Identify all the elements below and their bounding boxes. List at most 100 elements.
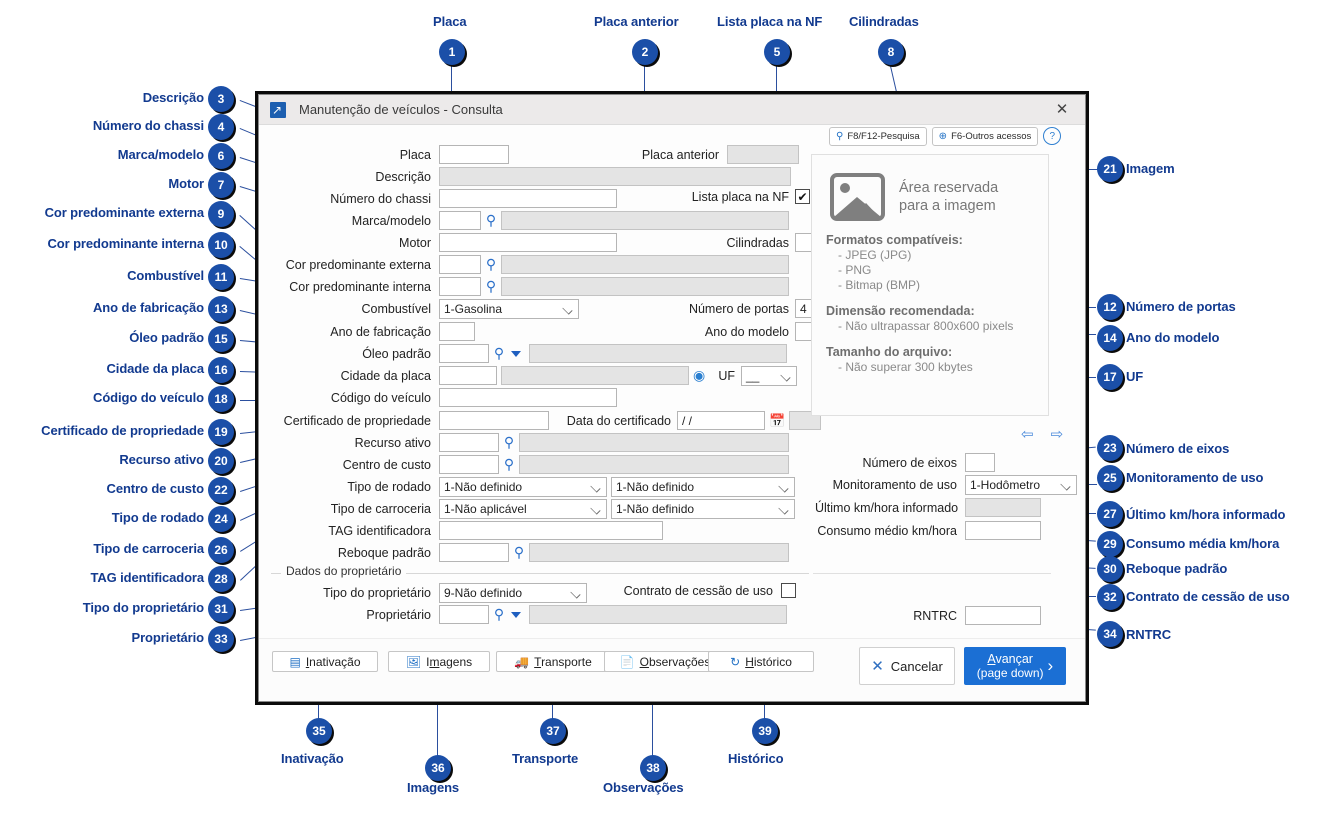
input-centro-custo-code[interactable] <box>439 455 499 474</box>
annotation-badge-31: 31 <box>208 596 234 622</box>
input-reboque-desc[interactable] <box>529 543 789 562</box>
search-icon-proprietario[interactable]: ⚲ <box>493 606 505 622</box>
chevron-down-icon-tipo-carroceria-2 <box>778 504 789 515</box>
select-tipo-rodado[interactable]: 1-Não definido <box>439 477 607 497</box>
input-cor-externa-desc[interactable] <box>501 255 789 274</box>
input-consumo-medio[interactable] <box>965 521 1041 540</box>
label-numero-eixos: Número de eixos <box>862 455 958 470</box>
field-row-placa-anterior: Placa anterior <box>611 145 799 164</box>
select-tipo-rodado-2[interactable]: 1-Não definido <box>611 477 795 497</box>
select-uf[interactable]: __ <box>741 366 797 386</box>
field-row-monitoramento: Monitoramento de uso 1-Hodômetro <box>815 475 1077 495</box>
label-ano-modelo: Ano do modelo <box>704 324 789 339</box>
input-cor-externa-code[interactable] <box>439 255 481 274</box>
search-icon-oleo-padrao[interactable]: ⚲ <box>493 345 505 361</box>
annotation-label-15: Óleo padrão <box>129 330 204 345</box>
search-icon-recurso-ativo[interactable]: ⚲ <box>503 434 515 450</box>
right-divider <box>813 573 1051 574</box>
field-row-ano-modelo: Ano do modelo <box>657 322 833 341</box>
label-rntrc: RNTRC <box>913 608 957 623</box>
other-access-chip-label: F6-Outros acessos <box>951 130 1032 142</box>
select-combustivel[interactable]: 1-Gasolina <box>439 299 579 319</box>
select-monitoramento[interactable]: 1-Hodômetro <box>965 475 1077 495</box>
help-icon[interactable]: ? <box>1043 127 1062 145</box>
annotation-badge-36: 36 <box>425 755 451 781</box>
annotation-badge-15: 15 <box>208 326 234 352</box>
search-icon-centro-custo[interactable]: ⚲ <box>503 456 515 472</box>
input-data-certificado[interactable] <box>677 411 765 430</box>
input-motor[interactable] <box>439 233 617 252</box>
truck-icon: 🚚 <box>514 654 530 669</box>
input-cor-interna-code[interactable] <box>439 277 481 296</box>
label-placa: Placa <box>399 147 431 162</box>
input-descricao[interactable] <box>439 167 791 186</box>
select-tipo-carroceria-2[interactable]: 1-Não definido <box>611 499 795 519</box>
advance-button[interactable]: Avançar (page down) › <box>964 647 1066 685</box>
dropdown-arrow-proprietario[interactable] <box>511 611 521 618</box>
select-tipo-carroceria[interactable]: 1-Não aplicável <box>439 499 607 519</box>
input-numero-chassi[interactable] <box>439 189 617 208</box>
other-access-chip[interactable]: ⊕ F6-Outros acessos <box>931 126 1039 146</box>
input-recurso-ativo-code[interactable] <box>439 433 499 452</box>
input-certificado[interactable] <box>439 411 549 430</box>
input-numero-eixos[interactable] <box>965 453 995 472</box>
input-ultimo-km[interactable] <box>965 498 1041 517</box>
annotation-badge-39: 39 <box>752 718 778 744</box>
input-cidade-placa-desc[interactable] <box>501 366 689 385</box>
checkbox-lista-placa-nf[interactable]: ✔ <box>795 189 810 204</box>
search-icon-reboque[interactable]: ⚲ <box>513 544 525 560</box>
search-icon-marca-modelo[interactable]: ⚲ <box>485 212 497 228</box>
input-cor-interna-desc[interactable] <box>501 277 789 296</box>
search-chip[interactable]: ⚲ F8/F12-Pesquisa <box>829 126 927 146</box>
annotation-label-2: Placa anterior <box>594 14 679 29</box>
input-cidade-placa-code[interactable] <box>439 366 497 385</box>
input-oleo-padrao-desc[interactable] <box>529 344 787 363</box>
inativacao-button[interactable]: ▤ Inativação <box>272 651 378 672</box>
search-icon-cor-interna[interactable]: ⚲ <box>485 278 497 294</box>
arrow-left-icon[interactable]: ⇦ <box>1021 426 1034 443</box>
label-numero-portas: Número de portas <box>688 301 789 316</box>
input-placa[interactable] <box>439 145 509 164</box>
checkbox-contrato-cessao[interactable] <box>781 583 796 598</box>
input-proprietario-desc[interactable] <box>529 605 787 624</box>
leader-25 <box>1075 484 1097 485</box>
dimension-item: - Não ultrapassar 800x600 pixels <box>838 319 1014 333</box>
input-oleo-padrao-code[interactable] <box>439 344 489 363</box>
label-data-certificado: Data do certificado <box>566 413 671 428</box>
select-monitoramento-value: 1-Hodômetro <box>970 478 1041 492</box>
select-tipo-proprietario[interactable]: 9-Não definido <box>439 583 587 603</box>
dropdown-arrow-oleo-padrao[interactable] <box>511 350 521 357</box>
observacoes-button[interactable]: 📄 Observações <box>604 651 726 672</box>
field-row-tipo-proprietario: Tipo do proprietário 9-Não definido <box>271 583 587 603</box>
annotation-badge-12: 12 <box>1097 294 1123 320</box>
calendar-icon[interactable]: 📅 <box>769 412 786 428</box>
map-pin-icon[interactable]: ◉ <box>693 367 706 383</box>
input-rntrc[interactable] <box>965 606 1041 625</box>
imagens-button[interactable]: 🖼 Imagens <box>388 651 490 672</box>
close-icon[interactable]: ✕ <box>1055 101 1069 118</box>
dialog-footer: ▤ Inativação 🖼 Imagens 🚚 Transporte 📄 Ob… <box>259 638 1085 701</box>
arrow-right-icon[interactable]: ⇨ <box>1050 426 1064 443</box>
label-uf: UF <box>718 369 735 383</box>
select-uf-value: __ <box>746 369 760 383</box>
annotation-badge-27: 27 <box>1097 501 1123 527</box>
input-placa-anterior[interactable] <box>727 145 799 164</box>
input-recurso-ativo-desc[interactable] <box>519 433 789 452</box>
historico-button[interactable]: ↻ Histórico <box>708 651 814 672</box>
annotation-label-16: Cidade da placa <box>106 361 205 376</box>
annotation-label-1: Placa <box>433 14 467 29</box>
input-marca-modelo-code[interactable] <box>439 211 481 230</box>
input-ano-fabricacao[interactable] <box>439 322 475 341</box>
input-tag[interactable] <box>439 521 663 540</box>
input-reboque-code[interactable] <box>439 543 509 562</box>
input-proprietario-code[interactable] <box>439 605 489 624</box>
label-ano-fabricacao: Ano de fabricação <box>330 324 431 339</box>
cancel-button[interactable]: ✕ Cancelar <box>859 647 955 685</box>
search-icon-cor-externa[interactable]: ⚲ <box>485 256 497 272</box>
input-codigo-veiculo[interactable] <box>439 388 617 407</box>
owner-group-divider <box>271 573 809 574</box>
input-centro-custo-desc[interactable] <box>519 455 789 474</box>
transporte-button[interactable]: 🚚 Transporte <box>496 651 610 672</box>
input-marca-modelo-desc[interactable] <box>501 211 789 230</box>
annotation-badge-7: 7 <box>208 172 234 198</box>
